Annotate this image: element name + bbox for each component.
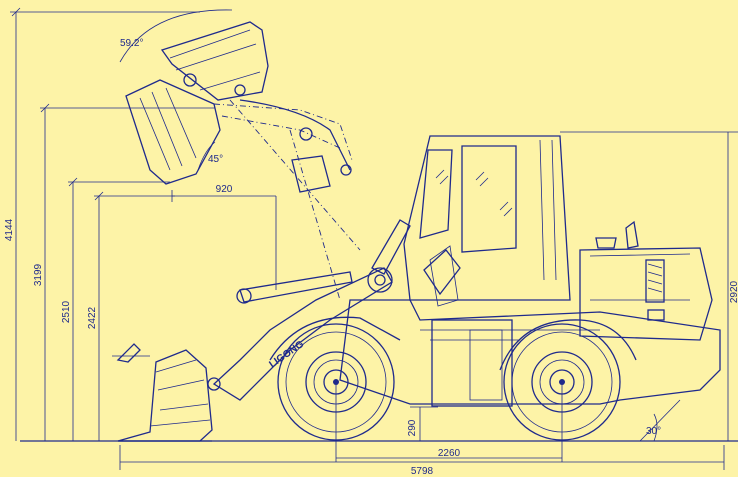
angle-departure: 30°	[646, 426, 661, 437]
raised-boom	[213, 99, 361, 301]
dim-dump-clearance-alt: 2422	[87, 306, 98, 329]
dim-overall-height: 2920	[729, 280, 738, 303]
front-wheel	[277, 323, 395, 441]
front-fender	[269, 316, 401, 361]
lowered-bucket	[117, 349, 221, 442]
bucket-tooth-detail	[112, 343, 150, 363]
lift-cylinder	[371, 219, 459, 307]
departure-arc	[653, 413, 658, 442]
raised-bucket-dump	[125, 79, 221, 185]
dim-overall-height-lines	[560, 131, 738, 441]
angle-dump: 45°	[208, 154, 223, 165]
departure-line	[639, 399, 681, 442]
operator-cab	[403, 135, 571, 301]
dim-wheelbase: 2260	[438, 448, 461, 459]
dim-dump-reach: 920	[216, 184, 233, 195]
dim-lines-left	[10, 7, 215, 441]
dim-dump-clearance: 2510	[61, 300, 72, 323]
angle-rollback: 59.2°	[120, 38, 143, 49]
dim-pin-height: 3199	[33, 263, 44, 286]
dim-overall-length: 5798	[411, 466, 434, 477]
dim-ground-clearance: 290	[407, 419, 418, 436]
rear-wheel	[503, 323, 621, 441]
dim-dump-reach-lines	[171, 190, 277, 290]
loader-frame	[339, 220, 721, 407]
raised-bucket-rollback	[160, 21, 269, 101]
rollback-arc	[119, 9, 233, 63]
dim-max-height: 4144	[4, 218, 15, 241]
rear-fender	[499, 319, 637, 371]
dim-bottom-lines	[119, 380, 725, 470]
lift-arm	[212, 267, 393, 401]
grille-detail	[647, 263, 663, 293]
